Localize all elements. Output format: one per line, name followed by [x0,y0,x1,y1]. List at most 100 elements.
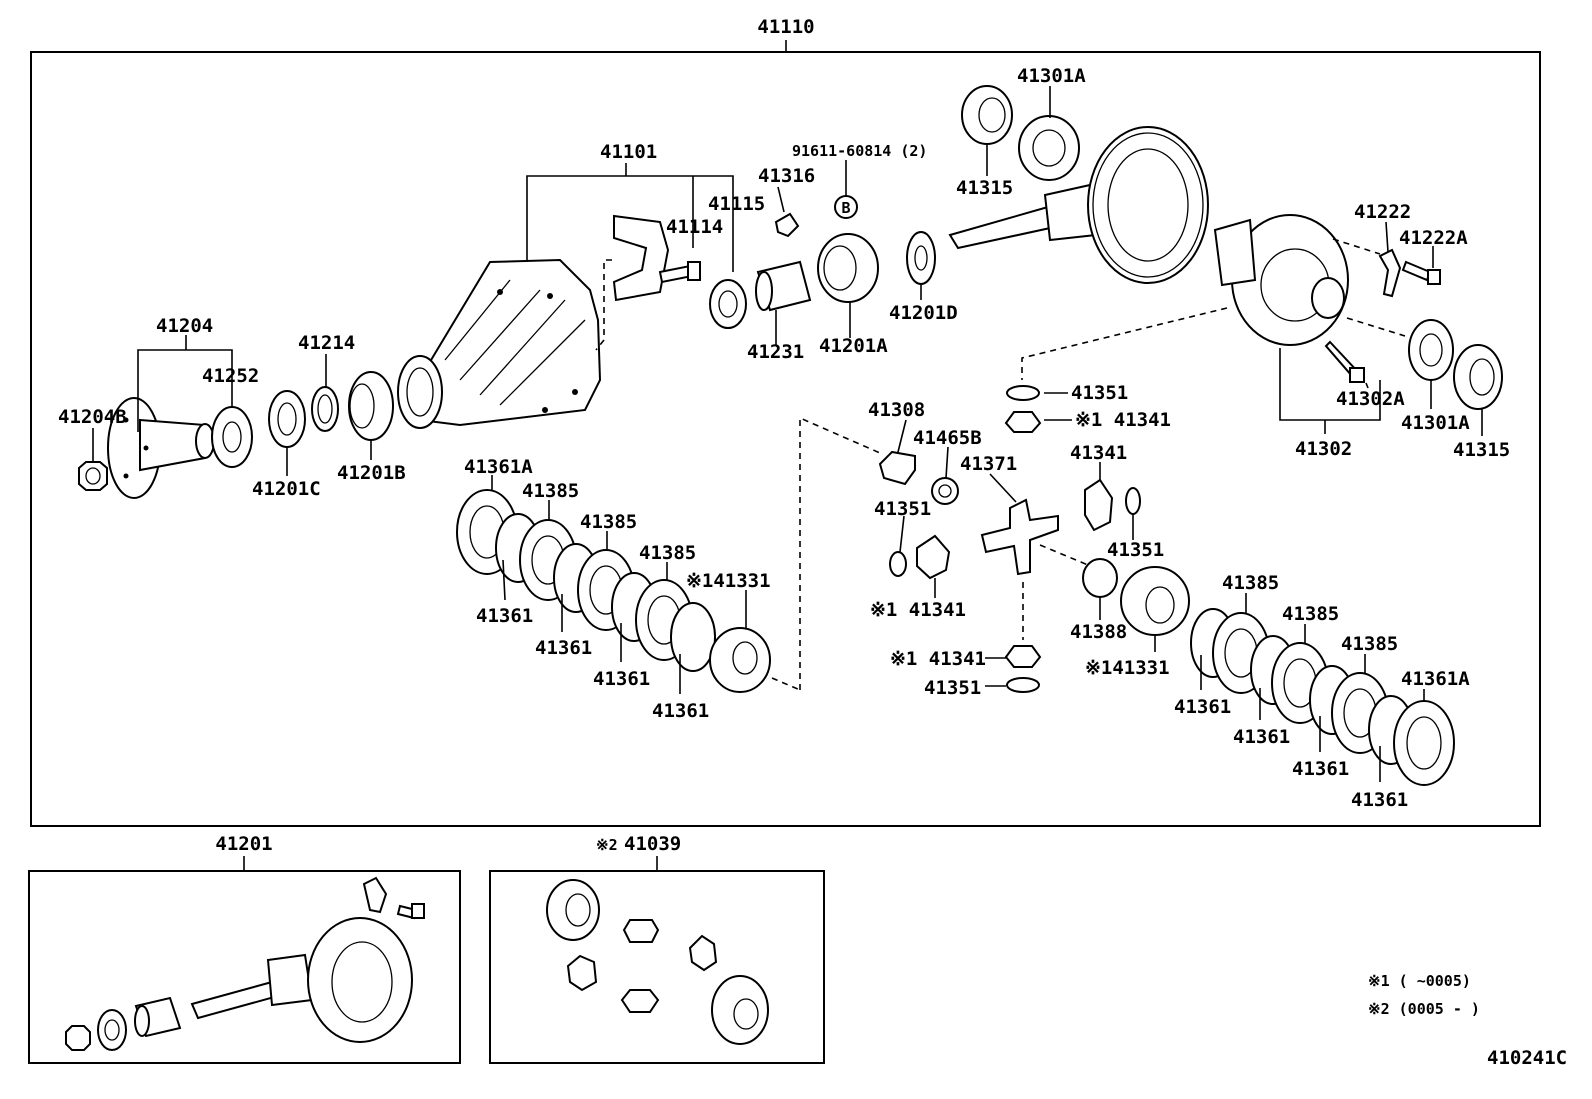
part-label[interactable]: 41388 [1070,621,1127,643]
part-label[interactable]: 41201D [889,302,958,324]
companion-flange-nut-part[interactable] [78,461,108,491]
part-label[interactable]: 41385 [580,511,637,533]
pinion-gear-right-part[interactable] [1084,478,1114,532]
part-label[interactable]: 41114 [666,216,723,238]
diagram-code: 410241C [1487,1047,1567,1069]
lock-plate-bolt-part[interactable] [1401,260,1441,285]
part-label[interactable]: 41302A [1336,388,1405,410]
bearing-cap-bolt-part[interactable] [658,261,701,284]
part-label[interactable]: 41351 [924,677,981,699]
part-label[interactable]: 41351 [1071,382,1128,404]
part-label[interactable]: 41385 [1222,572,1279,594]
part-label[interactable]: 41361 [652,700,709,722]
part-label[interactable]: 41301A [1017,65,1086,87]
part-label[interactable]: ※1 41341 [890,648,986,670]
pinion-washer-part[interactable] [906,231,936,285]
rear-pinion-bearing-part[interactable] [817,233,879,303]
side-washer-top-part[interactable] [1006,385,1040,401]
oil-seal-part[interactable] [268,390,306,448]
part-label[interactable]: 41351 [1107,539,1164,561]
part-label[interactable]: 41341 [1070,442,1127,464]
side-gear-left-part[interactable] [709,627,771,693]
thrust-block-part[interactable] [1082,558,1118,598]
side-washer-bottom-part[interactable] [1006,677,1040,693]
side-bearing-right-part[interactable] [1408,319,1454,381]
bearing-cap-part[interactable] [612,214,670,302]
part-label[interactable]: 41385 [1282,603,1339,625]
part-label[interactable]: 41465B [913,427,982,449]
part-label[interactable]: 41361 [1233,726,1290,748]
companion-flange-part[interactable] [107,397,215,499]
part-label[interactable]: 41201B [337,462,406,484]
part-label[interactable]: 41361A [464,456,533,478]
pinion-washer-left-part[interactable] [889,551,907,577]
gear-kit-mark: ※2 [596,836,618,854]
drive-pinion-part[interactable] [948,183,1098,250]
part-label[interactable]: 41361A [1401,668,1470,690]
part-label[interactable]: 41231 [747,341,804,363]
side-bearing-cup-right-part[interactable] [1453,344,1503,410]
lock-plate-part[interactable] [1378,248,1402,298]
front-pinion-bearing-part[interactable] [348,371,394,441]
gear-kit-subassembly-label[interactable]: 41039 [624,833,681,855]
part-label[interactable]: 41204 [156,315,213,337]
part-label[interactable]: 41361 [593,668,650,690]
part-label[interactable]: 41308 [868,399,925,421]
dust-deflector-part[interactable] [211,406,253,468]
side-bearing-top-part[interactable] [1018,115,1080,181]
part-label[interactable]: 41361 [1174,696,1231,718]
part-label[interactable]: 41302 [1295,438,1352,460]
note-2: ※2 (0005 - ) [1368,1000,1480,1018]
clutch-pack-right[interactable] [1190,608,1455,786]
ring-pinion-subassembly-label[interactable]: 41201 [215,833,272,855]
ring-gear-bolt-part[interactable] [1324,340,1365,383]
part-label[interactable]: 41252 [202,365,259,387]
adjusting-nut-lock-part[interactable] [774,212,800,238]
part-label[interactable]: 41201C [252,478,321,500]
adjusting-nut-part[interactable] [709,279,747,329]
side-gear-bottom-part[interactable] [1004,645,1042,668]
part-label[interactable]: 41214 [298,332,355,354]
assembly-number-label[interactable]: 41110 [757,16,814,38]
differential-carrier-housing-part[interactable] [397,258,602,429]
compression-spring-part[interactable] [931,477,959,505]
part-label[interactable]: 41201A [819,335,888,357]
part-label[interactable]: 41315 [1453,439,1510,461]
part-label[interactable]: 41385 [1341,633,1398,655]
part-label[interactable]: 41222 [1354,201,1411,223]
part-label[interactable]: 41361 [1292,758,1349,780]
part-label[interactable]: 41361 [535,637,592,659]
part-label[interactable]: 41115 [708,193,765,215]
part-label[interactable]: 41316 [758,165,815,187]
part-label[interactable]: 41222A [1399,227,1468,249]
side-bearing-cup-top-part[interactable] [961,85,1013,145]
part-label[interactable]: 41315 [956,177,1013,199]
oil-slinger-part[interactable] [311,386,339,432]
part-label[interactable]: ※141331 [686,570,771,592]
part-label[interactable]: 91611-60814 (2) [792,142,927,160]
part-label[interactable]: 41101 [600,141,657,163]
gear-kit-subassembly-contents[interactable] [546,879,769,1045]
ring-pinion-subassembly-contents[interactable] [65,876,425,1051]
part-label[interactable]: 41351 [874,498,931,520]
clutch-pack-left[interactable] [456,489,716,672]
part-label[interactable]: 41361 [476,605,533,627]
part-label[interactable]: 41385 [639,542,696,564]
side-gear-top-part[interactable] [1004,411,1042,433]
pinion-washer-right-part[interactable] [1125,487,1141,515]
ring-gear-part[interactable] [1087,126,1209,284]
part-label[interactable]: 41371 [960,453,1017,475]
part-label[interactable]: 41204B [58,406,127,428]
pinion-shaft-holder-part[interactable] [878,450,916,486]
part-label[interactable]: ※141331 [1085,657,1170,679]
bearing-spacer-part[interactable] [755,260,812,312]
part-label[interactable]: 41385 [522,480,579,502]
part-label[interactable]: 41361 [1351,789,1408,811]
part-label[interactable]: 41301A [1401,412,1470,434]
pinion-spider-part[interactable] [980,498,1059,576]
side-gear-right-part[interactable] [1120,566,1190,636]
differential-case-part[interactable] [1213,214,1349,346]
part-label[interactable]: ※1 41341 [1075,409,1171,431]
part-label[interactable]: ※1 41341 [870,599,966,621]
pinion-gear-left-part[interactable] [916,534,951,580]
